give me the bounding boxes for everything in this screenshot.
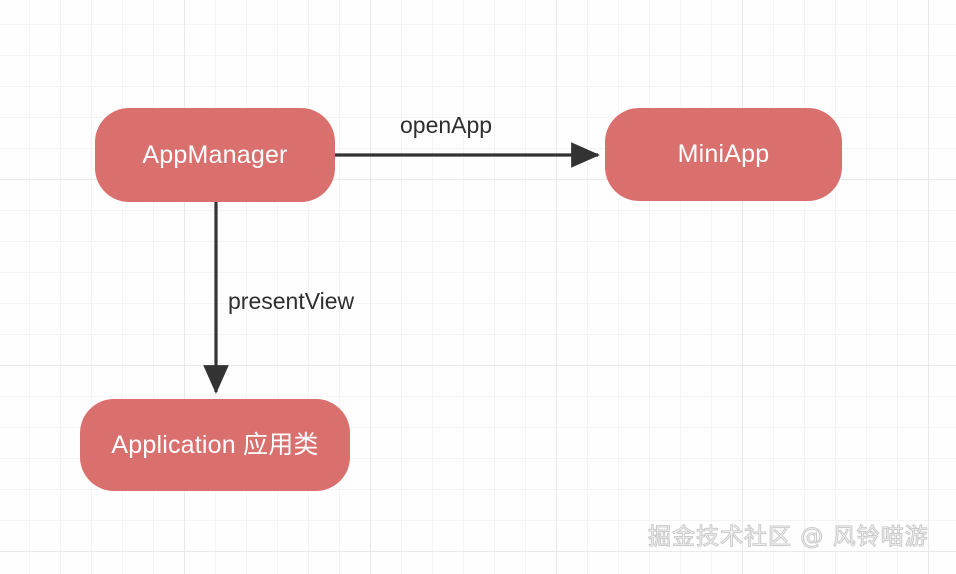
node-application-label: Application 应用类 <box>111 430 319 459</box>
watermark: 掘金技术社区 @ 风铃喵游 <box>648 524 929 551</box>
node-application[interactable]: Application 应用类 <box>80 399 350 491</box>
node-appmanager[interactable]: AppManager <box>95 108 335 202</box>
node-miniapp-label: MiniApp <box>677 140 770 169</box>
edge-label-presentview: presentView <box>228 288 355 314</box>
node-miniapp[interactable]: MiniApp <box>605 108 842 201</box>
node-appmanager-label: AppManager <box>142 140 288 169</box>
edge-label-openapp: openApp <box>400 112 493 138</box>
